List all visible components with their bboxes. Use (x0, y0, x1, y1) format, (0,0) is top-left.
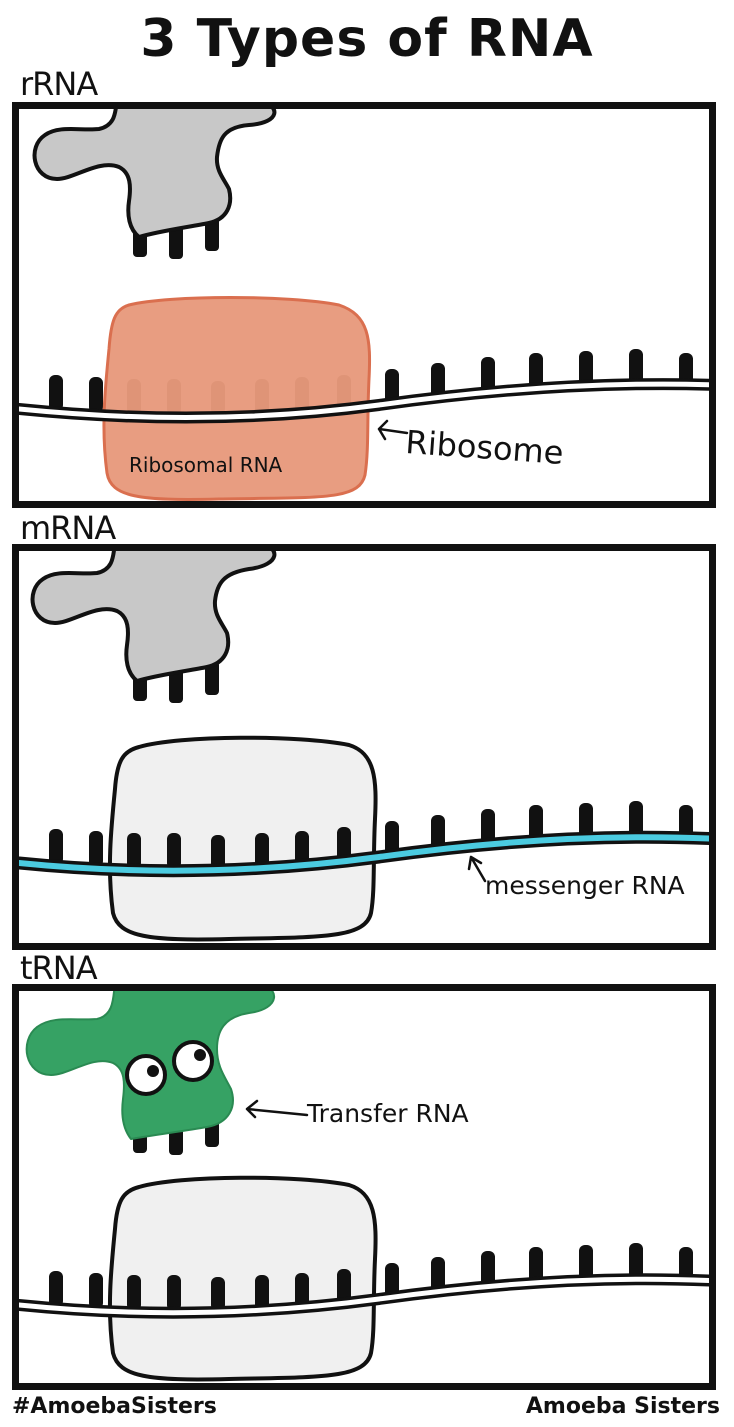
panel-rrna: Ribosomal RNA Ribosome (12, 102, 716, 508)
eye-icon (172, 1040, 214, 1082)
messenger-rna-label: messenger RNA (485, 871, 685, 900)
rrna-bases-right (385, 349, 693, 405)
trna-shape (32, 109, 277, 259)
ribosome-light (107, 1175, 378, 1382)
transfer-rna-label: Transfer RNA (307, 1099, 469, 1128)
mrna-arrow (467, 855, 487, 883)
hashtag-footer: #AmoebaSisters (12, 1394, 217, 1419)
mrna-illustration (19, 551, 709, 942)
panel-trna: Transfer RNA (12, 984, 716, 1390)
brand-footer: Amoeba Sisters (525, 1394, 720, 1419)
ribosome-light (107, 735, 378, 942)
eye-icon (125, 1054, 167, 1096)
panel-label-trna: tRNA (20, 949, 98, 987)
trna-illustration (19, 991, 709, 1382)
trna-shape (30, 551, 277, 703)
diagram-title: 3 Types of RNA (140, 9, 594, 69)
trna-panel-bases (49, 1243, 693, 1311)
ribosomal-rna-label: Ribosomal RNA (129, 453, 283, 477)
rrna-illustration (19, 109, 709, 501)
panel-label-mrna: mRNA (20, 509, 116, 547)
transfer-rna-arrow (245, 1099, 309, 1119)
ribosome-orange (102, 296, 372, 501)
panel-label-rrna: rRNA (20, 65, 98, 103)
panel-mrna: messenger RNA (12, 544, 716, 950)
ribosome-arrow (377, 419, 409, 441)
